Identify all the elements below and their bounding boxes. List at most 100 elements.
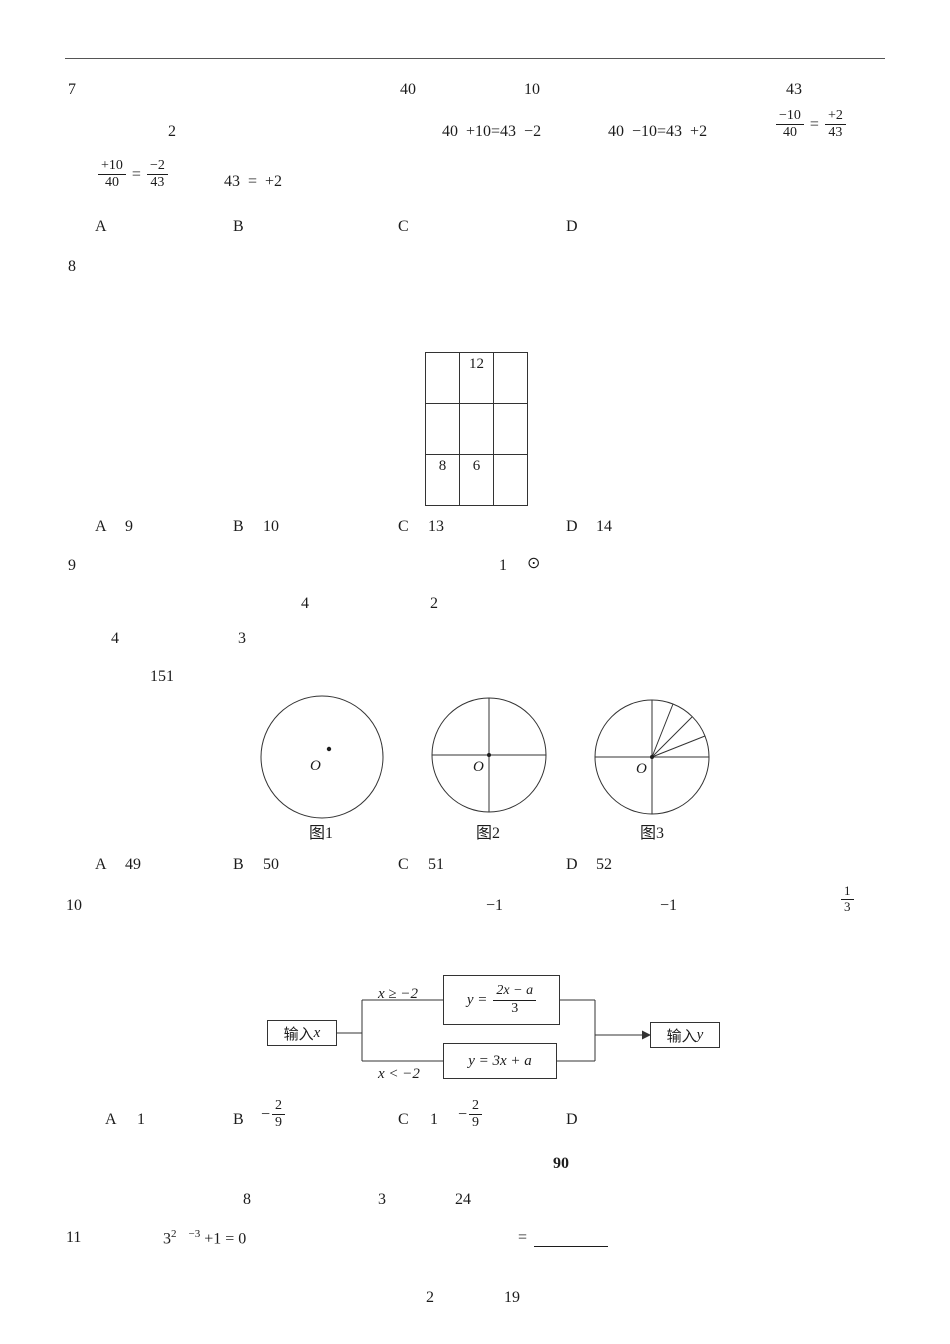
flowchart-connectors [337,999,651,1062]
q9-option-d-value: 52 [596,856,612,873]
q11-equation-tail: +1 = 0 [200,1230,247,1248]
flow-output-variable: y [696,1026,704,1043]
figure-1-caption: 图1 [309,825,334,842]
q9-option-b-value: 50 [263,856,279,873]
q9-option-b-label: B [233,856,244,873]
q10-option-c-value-1: 1 [430,1111,438,1128]
flow-input-variable: x [313,1024,321,1041]
q7-value-40: 40 [400,81,416,98]
figure-2-caption: 图2 [476,825,501,842]
q8-option-b-value: 10 [263,518,279,535]
numerator: +2 [824,108,846,126]
q9-value-4a: 4 [301,595,309,612]
q10-option-c-label: C [398,1111,409,1128]
grid-cell [425,352,460,404]
q8-option-a-value: 9 [125,518,133,535]
q7-option-a: A [95,218,107,235]
grid-cell: 12 [459,352,494,404]
q10-option-d-label: D [566,1111,578,1128]
minus-sign: − [458,1106,468,1123]
center-label-o: O [473,759,484,775]
figure-3-caption: 图3 [640,825,665,842]
q10-value-neg1-a: −1 [486,897,504,914]
flow-condition-bottom: x < −2 [378,1066,420,1082]
numerator: 2 [469,1098,483,1116]
flow-formula-bottom-box: y = 3x + a [443,1043,557,1079]
q8-option-d-label: D [566,518,578,535]
question-7-number: 7 [68,81,76,98]
circled-dot-symbol: ⊙ [527,555,541,572]
mid-value-24: 24 [455,1191,471,1208]
numerator: 2 [272,1098,286,1116]
q7-option-d: D [566,218,578,235]
flow-condition-top: x ≥ −2 [378,986,419,1002]
q8-option-d-value: 14 [596,518,612,535]
grid-cell [493,352,528,404]
grid-cell [459,403,494,455]
circle-figure-1 [260,695,384,819]
header-rule [65,58,885,59]
q7-equation-c: 40 +10=43 −2 [442,123,542,140]
numerator: −10 [776,108,804,126]
denominator: 9 [275,1115,283,1131]
q7-option-b: B [233,218,244,235]
denominator: 3 [511,1000,519,1016]
q8-option-c-value: 13 [428,518,444,535]
connector-lines [337,999,642,1062]
grid-cell [493,403,528,455]
q9-value-151: 151 [150,668,174,685]
q11-base: 3 [163,1230,171,1248]
formula-text: y = 3x + a [468,1052,532,1069]
footer-page-number: 2 [426,1289,434,1306]
q8-option-a-label: A [95,518,107,535]
q7-option-c: C [398,218,409,235]
q8-number-grid: 12 8 6 [425,352,528,506]
q7-equation-d: 40 −10=43 +2 [608,123,708,140]
denominator: 9 [472,1115,480,1131]
q10-option-a-value: 1 [137,1111,145,1128]
mid-value-8: 8 [243,1191,251,1208]
q7-value-43: 43 [786,81,802,98]
numerator: −2 [146,158,168,176]
q9-value-1: 1 [499,557,507,574]
radius-line [651,703,674,758]
flow-output-text: 输入 [666,1028,697,1045]
question-9-number: 9 [68,557,76,574]
q7-equation-b: 43 = +2 [224,173,283,190]
q11-equals-sign: = [518,1229,528,1246]
denominator: 40 [782,125,797,141]
numerator: 2x − a [493,983,537,1001]
question-10-number: 10 [66,897,82,914]
numerator: 1 [841,883,854,900]
grid-cell [493,454,528,506]
question-11-number: 11 [66,1229,82,1246]
center-dot [487,753,491,757]
grid-cell: 6 [459,454,494,506]
q10-option-a-label: A [105,1111,117,1128]
q11-exponent-2: −3 [188,1228,201,1240]
denominator: 43 [828,125,843,141]
minus-sign: − [261,1106,271,1123]
flow-input-text: 输入 [283,1026,314,1043]
formula-prefix: y = [466,991,488,1008]
center-label-o: O [310,758,321,774]
q7-value-2: 2 [168,123,176,140]
q9-option-a-label: A [95,856,107,873]
center-label-o: O [636,761,647,777]
answer-blank-line [534,1228,608,1247]
center-dot [650,755,654,759]
footer-total-pages: 19 [504,1289,520,1306]
denominator: 40 [104,175,119,191]
